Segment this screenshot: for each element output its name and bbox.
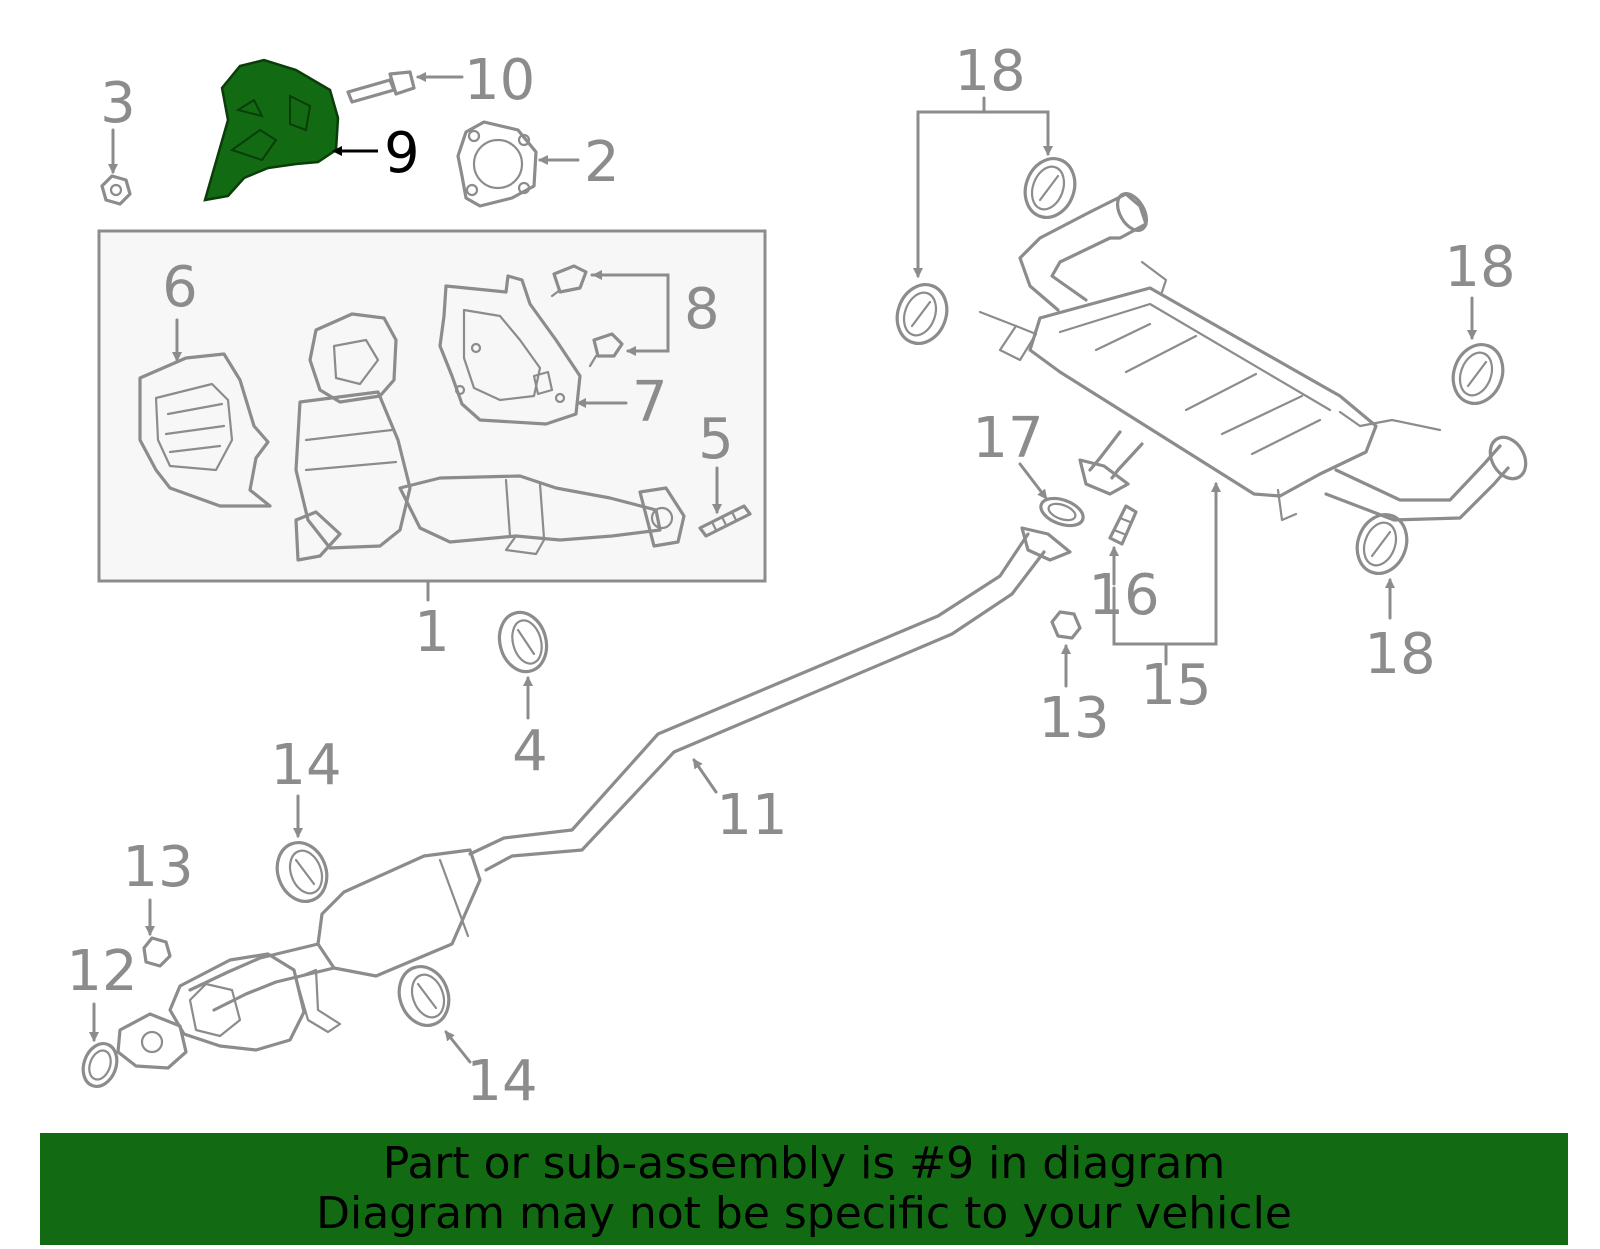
hanger-part-18-right-lower[interactable] <box>1349 508 1415 581</box>
callout-13-lower: 13 <box>122 835 193 900</box>
callout-14-upper: 14 <box>270 733 341 798</box>
callout-2: 2 <box>584 130 620 195</box>
nut-part-3[interactable] <box>100 174 132 206</box>
sensor-part-8[interactable] <box>550 264 624 368</box>
manifold-assembly-part-1[interactable] <box>294 312 686 562</box>
stud-part-16[interactable] <box>1108 504 1138 546</box>
bolt-part-10[interactable] <box>346 70 416 104</box>
gasket-part-17[interactable] <box>1037 493 1087 531</box>
callout-14-lower: 14 <box>466 1049 537 1114</box>
callout-9: 9 <box>384 121 420 186</box>
hanger-part-4[interactable] <box>493 607 553 677</box>
nut-part-13-lower[interactable] <box>142 936 172 968</box>
callout-7: 7 <box>632 370 668 435</box>
stud-part-5[interactable] <box>698 504 752 538</box>
heat-shield-part-6[interactable] <box>138 352 272 508</box>
callout-3: 3 <box>100 71 136 136</box>
callout-6: 6 <box>162 255 198 320</box>
hanger-part-14-lower[interactable] <box>391 960 457 1033</box>
callout-8: 8 <box>684 277 720 342</box>
heat-shield-part-7[interactable] <box>438 274 582 426</box>
callout-4: 4 <box>512 719 548 784</box>
gasket-part-2[interactable] <box>456 120 538 208</box>
notice-line-1: Part or sub-assembly is #9 in diagram <box>382 1138 1226 1189</box>
callout-11: 11 <box>716 783 787 848</box>
hanger-part-18-left[interactable] <box>889 278 955 351</box>
callout-1: 1 <box>414 600 450 665</box>
nut-part-13-right[interactable] <box>1050 610 1082 640</box>
callout-18-top: 18 <box>954 39 1025 104</box>
muffler-part-15[interactable] <box>978 189 1533 522</box>
hanger-part-18-top[interactable] <box>1017 152 1083 225</box>
callout-18-right-lower: 18 <box>1364 622 1435 687</box>
callout-13-right: 13 <box>1038 686 1109 751</box>
hanger-part-18-right-upper[interactable] <box>1445 338 1511 411</box>
callout-17: 17 <box>972 406 1043 471</box>
callout-15: 15 <box>1140 653 1211 718</box>
callout-16: 16 <box>1088 563 1159 628</box>
pipe-part-11[interactable] <box>116 526 1072 1070</box>
notice-line-2: Diagram may not be specific to your vehi… <box>316 1188 1292 1239</box>
gasket-part-12[interactable] <box>77 1039 122 1091</box>
notice-banner: Part or sub-assembly is #9 in diagram Di… <box>40 1133 1568 1245</box>
hanger-part-14-upper[interactable] <box>269 836 335 909</box>
callout-5: 5 <box>698 407 734 472</box>
callout-18-right-upper: 18 <box>1444 235 1515 300</box>
callout-10: 10 <box>464 48 535 113</box>
callout-12: 12 <box>66 939 137 1004</box>
heat-shield-part-9[interactable] <box>203 58 340 202</box>
